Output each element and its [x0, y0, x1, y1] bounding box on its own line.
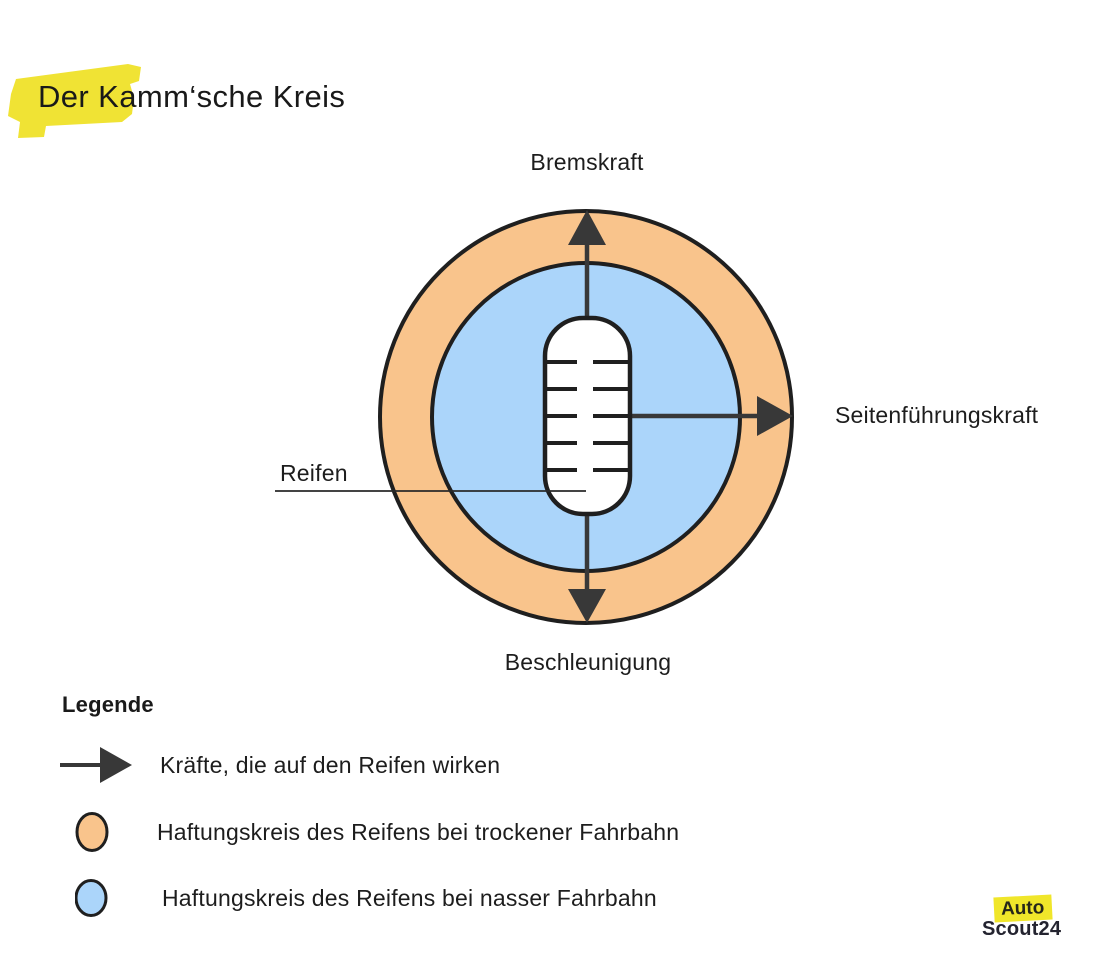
- logo-auto-text: Auto: [1001, 897, 1045, 920]
- force-arrow-icon: [60, 747, 132, 783]
- page-title: Der Kamm‘sche Kreis: [38, 79, 346, 114]
- label-acceleration: Beschleunigung: [504, 649, 672, 675]
- autoscout24-logo: Auto Scout24: [980, 893, 1080, 948]
- brake-force-arrow-icon: [568, 210, 606, 322]
- logo-scout24-text: Scout24: [982, 918, 1062, 940]
- side-force-arrow-icon: [629, 396, 793, 436]
- legend-item-forces-label: Kräfte, die auf den Reifen wirken: [160, 752, 501, 778]
- legend-item-wet-label: Haftungskreis des Reifens bei nasser Fah…: [162, 885, 657, 911]
- wet-grip-circle-icon: [75, 879, 108, 917]
- label-brake-force: Bremskraft: [530, 149, 644, 175]
- tire-icon: [542, 315, 633, 517]
- acceleration-force-arrow-icon: [568, 511, 606, 623]
- label-side-force: Seitenführungskraft: [835, 402, 1039, 428]
- label-tire: Reifen: [280, 460, 348, 486]
- legend-item-dry-label: Haftungskreis des Reifens bei trockener …: [157, 819, 680, 845]
- legend-heading: Legende: [62, 692, 154, 717]
- dry-grip-circle-icon: [75, 812, 109, 852]
